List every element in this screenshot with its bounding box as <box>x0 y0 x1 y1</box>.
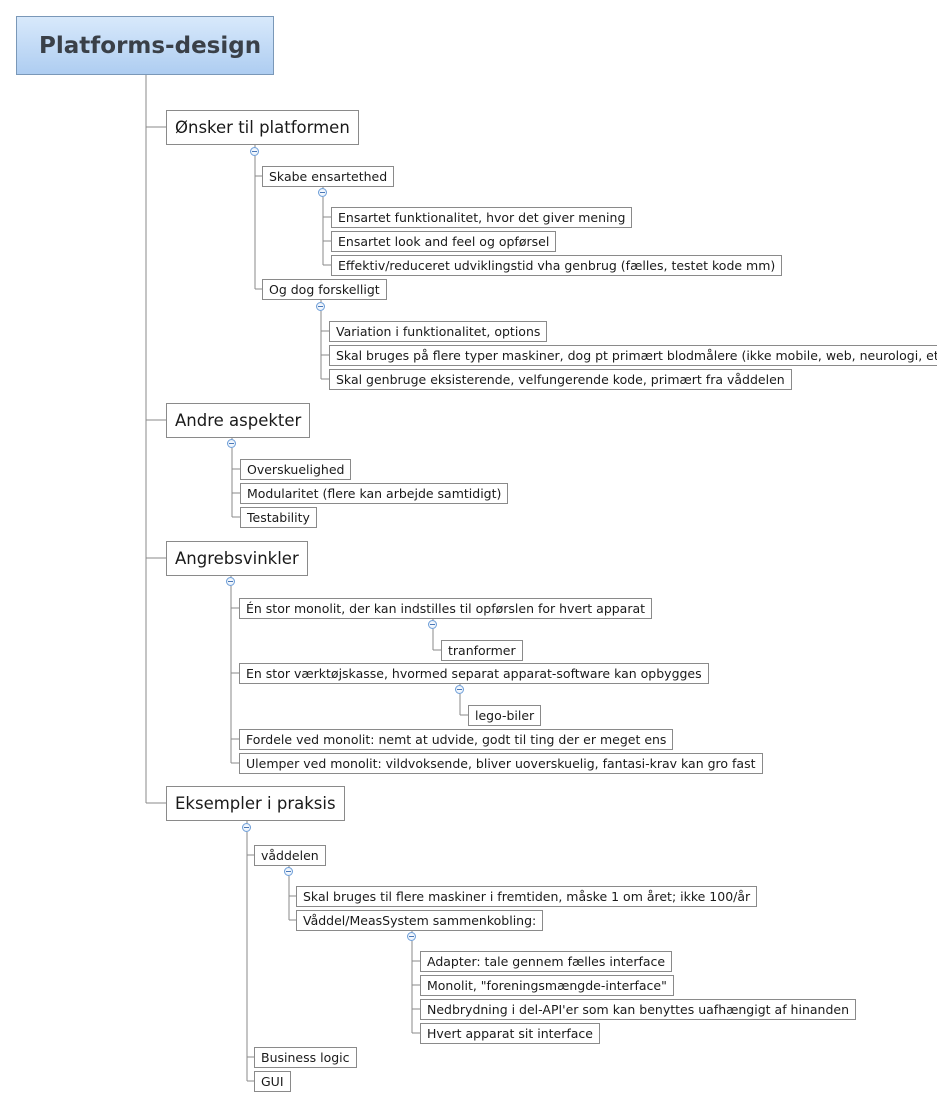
collapse-icon[interactable] <box>455 685 464 694</box>
subtopic[interactable]: Skal bruges på flere typer maskiner, dog… <box>329 345 937 366</box>
subtopic[interactable]: Ensartet look and feel og opførsel <box>331 231 557 252</box>
subtopic[interactable]: Én stor monolit, der kan indstilles til … <box>239 598 653 619</box>
collapse-icon[interactable] <box>316 302 325 311</box>
subtopic[interactable]: Nedbrydning i del-API'er som kan benytte… <box>420 999 857 1020</box>
subtopic[interactable]: lego-biler <box>468 705 542 726</box>
subtopic[interactable]: Effektiv/reduceret udviklingstid vha gen… <box>331 255 783 276</box>
subtopic[interactable]: GUI <box>254 1071 291 1092</box>
subtopic[interactable]: Våddel/MeasSystem sammenkobling: <box>296 910 544 931</box>
topic-angrebsvinkler[interactable]: Angrebsvinkler <box>166 541 308 576</box>
subtopic[interactable]: Monolit, "foreningsmængde-interface" <box>420 975 674 996</box>
subtopic[interactable]: En stor værktøjskasse, hvormed separat a… <box>239 663 709 684</box>
collapse-icon[interactable] <box>226 577 235 586</box>
collapse-icon[interactable] <box>407 932 416 941</box>
subtopic[interactable]: våddelen <box>254 845 326 866</box>
subtopic[interactable]: Adapter: tale gennem fælles interface <box>420 951 673 972</box>
subtopic[interactable]: Skal genbruge eksisterende, velfungerend… <box>329 369 792 390</box>
root-topic[interactable]: Platforms-design <box>16 16 274 75</box>
subtopic[interactable]: Hvert apparat sit interface <box>420 1023 600 1044</box>
collapse-icon[interactable] <box>284 867 293 876</box>
collapse-icon[interactable] <box>318 188 327 197</box>
subtopic[interactable]: Fordele ved monolit: nemt at udvide, god… <box>239 729 674 750</box>
collapse-icon[interactable] <box>242 823 251 832</box>
subtopic[interactable]: Skabe ensartethed <box>262 166 395 187</box>
subtopic[interactable]: Skal bruges til flere maskiner i fremtid… <box>296 886 758 907</box>
subtopic[interactable]: Modularitet (flere kan arbejde samtidigt… <box>240 483 509 504</box>
collapse-icon[interactable] <box>227 439 236 448</box>
collapse-icon[interactable] <box>250 147 259 156</box>
subtopic[interactable]: Business logic <box>254 1047 357 1068</box>
subtopic[interactable]: Testability <box>240 507 317 528</box>
subtopic[interactable]: Ensartet funktionalitet, hvor det giver … <box>331 207 633 228</box>
subtopic[interactable]: Overskuelighed <box>240 459 352 480</box>
topic-andre-aspekter[interactable]: Andre aspekter <box>166 403 311 438</box>
subtopic[interactable]: Og dog forskelligt <box>262 279 387 300</box>
subtopic[interactable]: Ulemper ved monolit: vildvoksende, blive… <box>239 753 763 774</box>
topic-onsker[interactable]: Ønsker til platformen <box>166 110 359 145</box>
subtopic[interactable]: tranformer <box>441 640 523 661</box>
collapse-icon[interactable] <box>428 620 437 629</box>
subtopic[interactable]: Variation i funktionalitet, options <box>329 321 548 342</box>
topic-eksempler[interactable]: Eksempler i praksis <box>166 786 345 821</box>
